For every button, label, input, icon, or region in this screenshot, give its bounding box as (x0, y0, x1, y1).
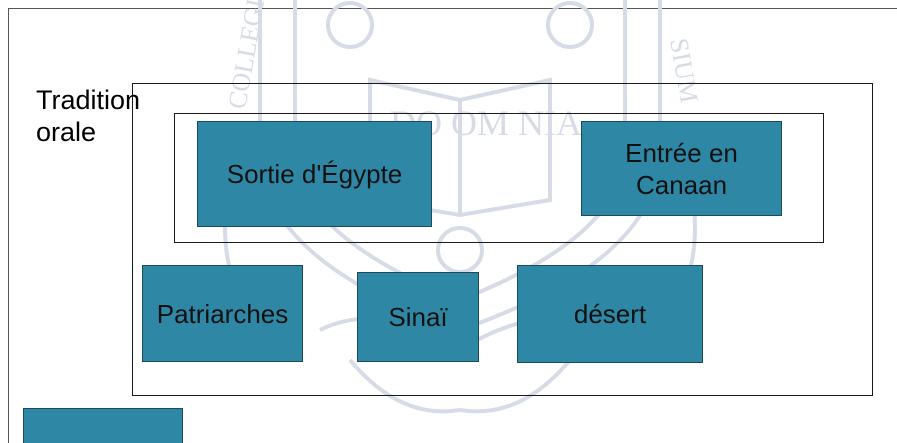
box-sortie-egypte: Sortie d'Égypte (197, 121, 432, 227)
slide-border-top (8, 8, 897, 9)
box-entree-canaan: Entrée en Canaan (581, 121, 782, 216)
box-patriarches: Patriarches (142, 265, 303, 362)
box-patriarches-label: Patriarches (156, 298, 289, 329)
tradition-orale-label: Tradition orale (36, 85, 141, 147)
box-sortie-egypte-label: Sortie d'Égypte (226, 159, 403, 189)
box-desert: désert (517, 265, 703, 363)
outer-frame (132, 83, 873, 396)
inner-frame (174, 113, 824, 243)
slide-border-left (8, 8, 9, 443)
box-entree-canaan-label: Entrée en Canaan (625, 137, 738, 200)
box-sinai: Sinaï (357, 272, 479, 362)
box-sinai-label: Sinaï (388, 302, 448, 332)
box-empty (23, 408, 183, 443)
box-desert-label: désert (573, 299, 647, 329)
